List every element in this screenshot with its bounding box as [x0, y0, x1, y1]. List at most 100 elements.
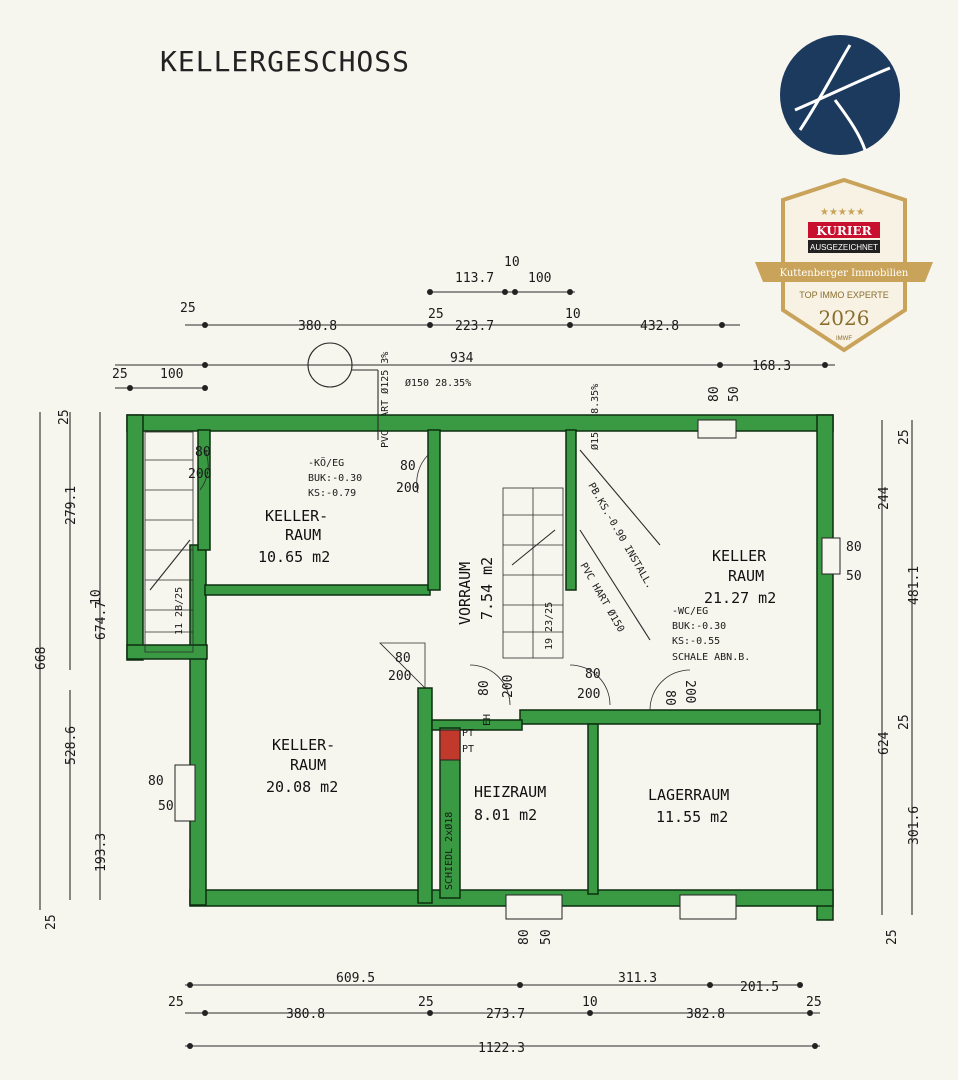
note-ko: -KÖ/EG [308, 456, 344, 469]
note-pipe1: PVC HART Ø125 3% [379, 352, 391, 448]
dim-top-6: 25 [180, 301, 196, 316]
door-6-w: 80 [662, 690, 677, 706]
note-buk: BUK:-0.30 [308, 473, 362, 484]
dim-left-10: 50 [158, 799, 174, 814]
badge-subtitle: AUSGEZEICHNET [810, 243, 878, 252]
dim-top-12: 25 [112, 367, 128, 382]
dim-left-9: 80 [148, 774, 164, 789]
note-eh: EH [482, 714, 493, 726]
door-2-h: 200 [188, 467, 211, 482]
note-pipe2: Ø150 28.35% [405, 377, 471, 389]
dim-top-8: 10 [565, 307, 581, 322]
note-buk2: BUK:-0.30 [672, 621, 726, 632]
dim-bottom-7: 273.7 [486, 1007, 525, 1022]
right-dimensions: 25 244 481.1 624 25 301.6 25 80 50 [846, 420, 922, 945]
dim-right-9: 50 [846, 569, 862, 584]
room-heizraum-name: HEIZRAUM [474, 783, 546, 801]
dim-top-10: 934 [450, 351, 474, 366]
door-6-h: 200 [682, 680, 697, 703]
badge-company: Kuttenberger Immobilien [780, 268, 909, 279]
badge-stars: ★★★★★ [820, 207, 865, 218]
badge-issuer: IMWF [836, 336, 852, 342]
dim-top-7: 223.7 [455, 319, 494, 334]
room-heizraum-area: 8.01 m2 [474, 806, 537, 824]
room-keller1-name2: RAUM [285, 526, 321, 544]
bottom-dimensions: 609.5 311.3 201.5 25 380.8 25 273.7 10 3… [168, 971, 822, 1056]
dim-bottom-8: 10 [582, 995, 598, 1010]
dim-left-3: 10 [89, 589, 104, 605]
room-labels: KELLER- RAUM 10.65 m2 KELLER- RAUM 20.08… [258, 507, 776, 826]
dim-right-2: 244 [877, 486, 892, 510]
door-5-w: 80 [585, 667, 601, 682]
dim-bottom-11: 1122.3 [478, 1041, 525, 1056]
dim-top-5: 380.8 [298, 319, 337, 334]
stair-note-2: 11 2B/25 [174, 587, 185, 635]
dim-bottom-6: 25 [418, 995, 434, 1010]
room-lagerraum-area: 11.55 m2 [656, 808, 728, 826]
dim-bottom-3: 201.5 [740, 980, 779, 995]
room-keller1-area: 10.65 m2 [258, 548, 330, 566]
room-keller3-name1: KELLER [712, 547, 767, 565]
stairs: 19 23/25 11 2B/25 [144, 431, 564, 659]
dim-bottom-10: 25 [806, 995, 822, 1010]
left-dimensions: 25 279.1 10 674.7 668 528.6 193.3 25 80 … [34, 409, 174, 930]
room-lagerraum-name: LAGERRAUM [648, 786, 729, 804]
dim-right-1: 25 [897, 429, 912, 445]
dim-bottom-2: 311.3 [618, 971, 657, 986]
note-ks2: KS:-0.55 [672, 636, 720, 647]
dim-bottom-4: 25 [168, 995, 184, 1010]
note-pt-1: PT [462, 728, 474, 739]
dim-left-4: 674.7 [94, 601, 109, 640]
stair-note: 19 23/25 [544, 602, 555, 650]
room-keller3-name2: RAUM [728, 567, 764, 585]
dim-bottom-1: 609.5 [336, 971, 375, 986]
room-keller2-name1: KELLER- [272, 736, 335, 754]
room-keller1-name1: KELLER- [265, 507, 328, 525]
note-pvc: PVC HART Ø150 [577, 561, 627, 635]
dim-left-7: 193.3 [94, 833, 109, 872]
dim-bottom-9: 382.8 [686, 1007, 725, 1022]
room-keller2-name2: RAUM [290, 756, 326, 774]
room-keller2-area: 20.08 m2 [266, 778, 338, 796]
kuttenberger-k-logo [780, 35, 900, 155]
plan-title: KELLERGESCHOSS [160, 45, 410, 78]
note-pt-2: PT [462, 744, 474, 755]
dim-left-2: 279.1 [64, 486, 79, 525]
door-1-h: 200 [396, 481, 419, 496]
dim-left-1: 25 [57, 409, 72, 425]
win-b1-h: 50 [539, 929, 554, 945]
dim-left-5: 668 [34, 647, 49, 670]
walls [126, 414, 834, 921]
badge-award: TOP IMMO EXPERTE [799, 290, 889, 300]
win-top-w: 80 [707, 386, 722, 402]
room-keller3-area: 21.27 m2 [704, 589, 776, 607]
dim-bottom-5: 380.8 [286, 1007, 325, 1022]
dim-top-3: 100 [528, 271, 551, 286]
dim-right-7: 25 [885, 929, 900, 945]
dim-left-8: 25 [44, 914, 59, 930]
badge-year: 2026 [819, 306, 870, 330]
door-4-h: 200 [501, 675, 516, 698]
room-vorraum-area: 7.54 m2 [478, 557, 496, 620]
win-top-h: 50 [727, 386, 742, 402]
door-2-w: 80 [195, 445, 211, 460]
note-chimney: SCHIEDL 2xØ18 [443, 812, 455, 890]
win-b1-w: 80 [517, 929, 532, 945]
dim-top-1: 113.7 [455, 271, 494, 286]
top-dimensions: 113.7 10 100 25 380.8 25 223.7 10 432.8 … [112, 255, 835, 391]
windows [174, 419, 841, 920]
badge-brand: KURIER [816, 224, 872, 238]
dim-left-6: 528.6 [64, 726, 79, 765]
dim-right-8: 80 [846, 540, 862, 555]
dim-right-5: 25 [897, 714, 912, 730]
note-ks: KS:-0.79 [308, 488, 356, 499]
dim-right-6: 301.6 [907, 806, 922, 845]
award-badge: ★★★★★ KURIER AUSGEZEICHNET Kuttenberger … [755, 177, 933, 353]
dim-top-4: 25 [428, 307, 444, 322]
door-1-w: 80 [400, 459, 416, 474]
dim-right-4: 624 [877, 731, 892, 755]
pipe-circle [307, 342, 353, 388]
room-vorraum-name: VORRAUM [456, 562, 474, 625]
